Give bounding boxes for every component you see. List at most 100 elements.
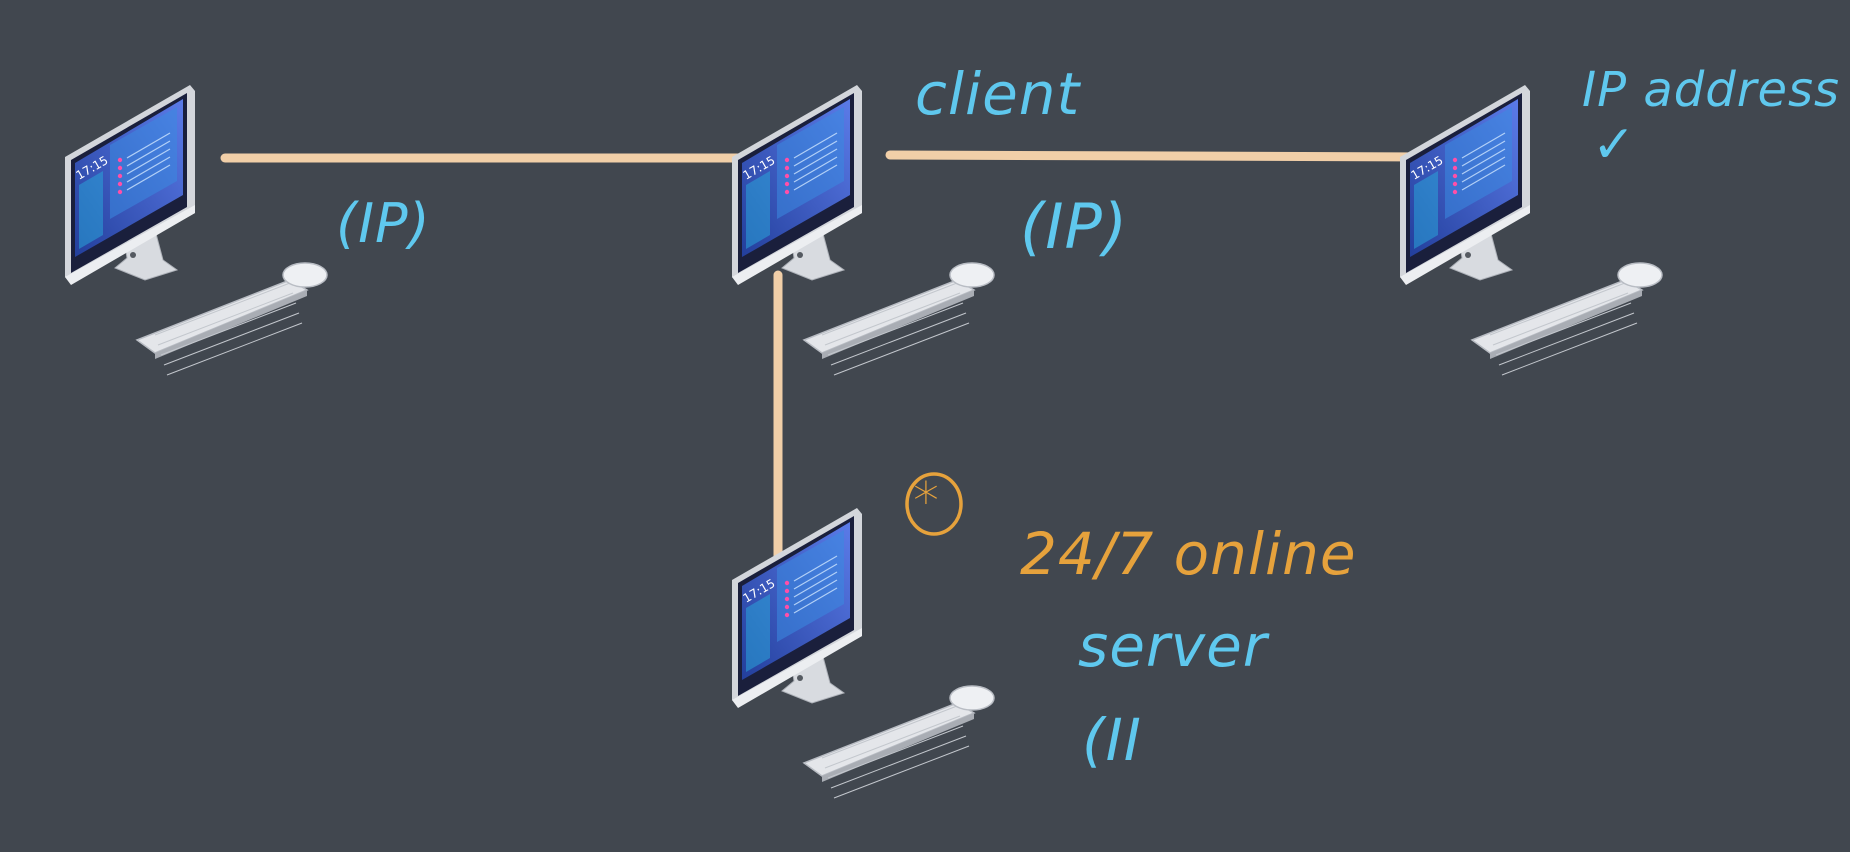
screen-line — [793, 140, 838, 167]
keyboard-row — [157, 292, 294, 346]
mouse — [949, 262, 995, 288]
screen-dot — [1452, 157, 1458, 163]
screen-panel-left — [1414, 171, 1438, 249]
computer-illustration: 17:15 — [732, 85, 995, 376]
keyboard — [802, 702, 976, 777]
screen-line — [1461, 164, 1506, 191]
computer-illustration: 17:15 — [732, 508, 995, 799]
computer-illustration: 17:15 — [65, 85, 328, 376]
keyboard — [1470, 279, 1644, 354]
screen-line — [793, 132, 838, 159]
screen-line — [1461, 156, 1506, 183]
online-label: 24/7 online — [1020, 520, 1357, 588]
keyboard-row — [827, 302, 964, 356]
keyboard-row — [166, 322, 303, 376]
screen-line — [793, 156, 838, 183]
keyboard-edge — [822, 713, 974, 782]
screen-line — [793, 579, 838, 606]
screen-dot — [117, 181, 123, 187]
screen-line — [126, 148, 171, 175]
server-ip-label: (II — [1082, 706, 1142, 774]
keyboard-row — [1489, 282, 1626, 336]
keyboard-row — [1501, 322, 1638, 376]
keyboard-row — [830, 312, 967, 366]
screen-dot — [1452, 165, 1458, 171]
screen-dot — [784, 604, 790, 610]
monitor-logo — [797, 252, 803, 258]
keyboard-row — [833, 745, 970, 799]
mouse — [949, 685, 995, 711]
keyboard — [135, 279, 309, 354]
screen-dot — [784, 596, 790, 602]
screen-line — [793, 587, 838, 614]
monitor-chin — [732, 628, 862, 708]
server-star-circle — [905, 472, 963, 536]
screen-dot — [117, 157, 123, 163]
keyboard-row — [160, 302, 297, 356]
screen-line — [793, 164, 838, 191]
screen-dot — [117, 165, 123, 171]
screen-dot — [1452, 189, 1458, 195]
computer-left: 17:15 — [65, 85, 395, 385]
keyboard-row — [833, 322, 970, 376]
computer-server: 17:15 — [732, 508, 1062, 808]
keyboard-row — [154, 282, 291, 336]
screen-line — [793, 148, 838, 175]
keyboard-row — [163, 312, 300, 366]
screen-line — [126, 164, 171, 191]
left-ip-label: (IP) — [336, 192, 431, 255]
mouse — [1617, 262, 1663, 288]
screen-dot — [784, 165, 790, 171]
keyboard-row — [1495, 302, 1632, 356]
screen-dot — [117, 173, 123, 179]
screen-panel-right — [777, 530, 844, 642]
screen-dot — [784, 189, 790, 195]
screen-panel-right — [110, 107, 177, 219]
keyboard-row — [827, 725, 964, 779]
keyboard-row — [830, 735, 967, 789]
screen-dot — [784, 580, 790, 586]
screen-dot — [784, 173, 790, 179]
keyboard — [802, 279, 976, 354]
screen-panel-right — [1445, 107, 1512, 219]
screen-dot — [1452, 173, 1458, 179]
check-mark: ✓ — [1592, 115, 1637, 175]
screen-line — [793, 563, 838, 590]
screen-panel-left — [79, 171, 103, 249]
keyboard-row — [821, 705, 958, 759]
screen-line — [126, 140, 171, 167]
screen-dot — [784, 612, 790, 618]
screen-dot — [1452, 181, 1458, 187]
keyboard-row — [824, 715, 961, 769]
keyboard-edge — [822, 290, 974, 359]
keyboard-edge — [1490, 290, 1642, 359]
keyboard-row — [1498, 312, 1635, 366]
link-center-right — [885, 150, 1445, 162]
client-ip-label: (IP) — [1020, 190, 1129, 263]
screen-line — [793, 571, 838, 598]
keyboard-edge — [155, 290, 307, 359]
monitor-logo — [1465, 252, 1471, 258]
keyboard-row — [821, 282, 958, 336]
screen-panel-right — [777, 107, 844, 219]
screen-dot — [784, 181, 790, 187]
screen-dot — [117, 189, 123, 195]
screen-line — [1461, 140, 1506, 167]
monitor-chin — [732, 205, 862, 285]
screen-panel-left — [746, 171, 770, 249]
screen-line — [793, 555, 838, 582]
screen-line — [126, 156, 171, 183]
server-star: * — [913, 472, 940, 532]
screen-dot — [784, 157, 790, 163]
monitor-chin — [65, 205, 195, 285]
monitor-logo — [797, 675, 803, 681]
mouse — [282, 262, 328, 288]
computer-illustration: 17:15 — [1400, 85, 1663, 376]
screen-dot — [784, 588, 790, 594]
keyboard-row — [824, 292, 961, 346]
screen-line — [1461, 132, 1506, 159]
monitor-logo — [130, 252, 136, 258]
server-label: server — [1078, 612, 1268, 680]
screen-line — [126, 132, 171, 159]
